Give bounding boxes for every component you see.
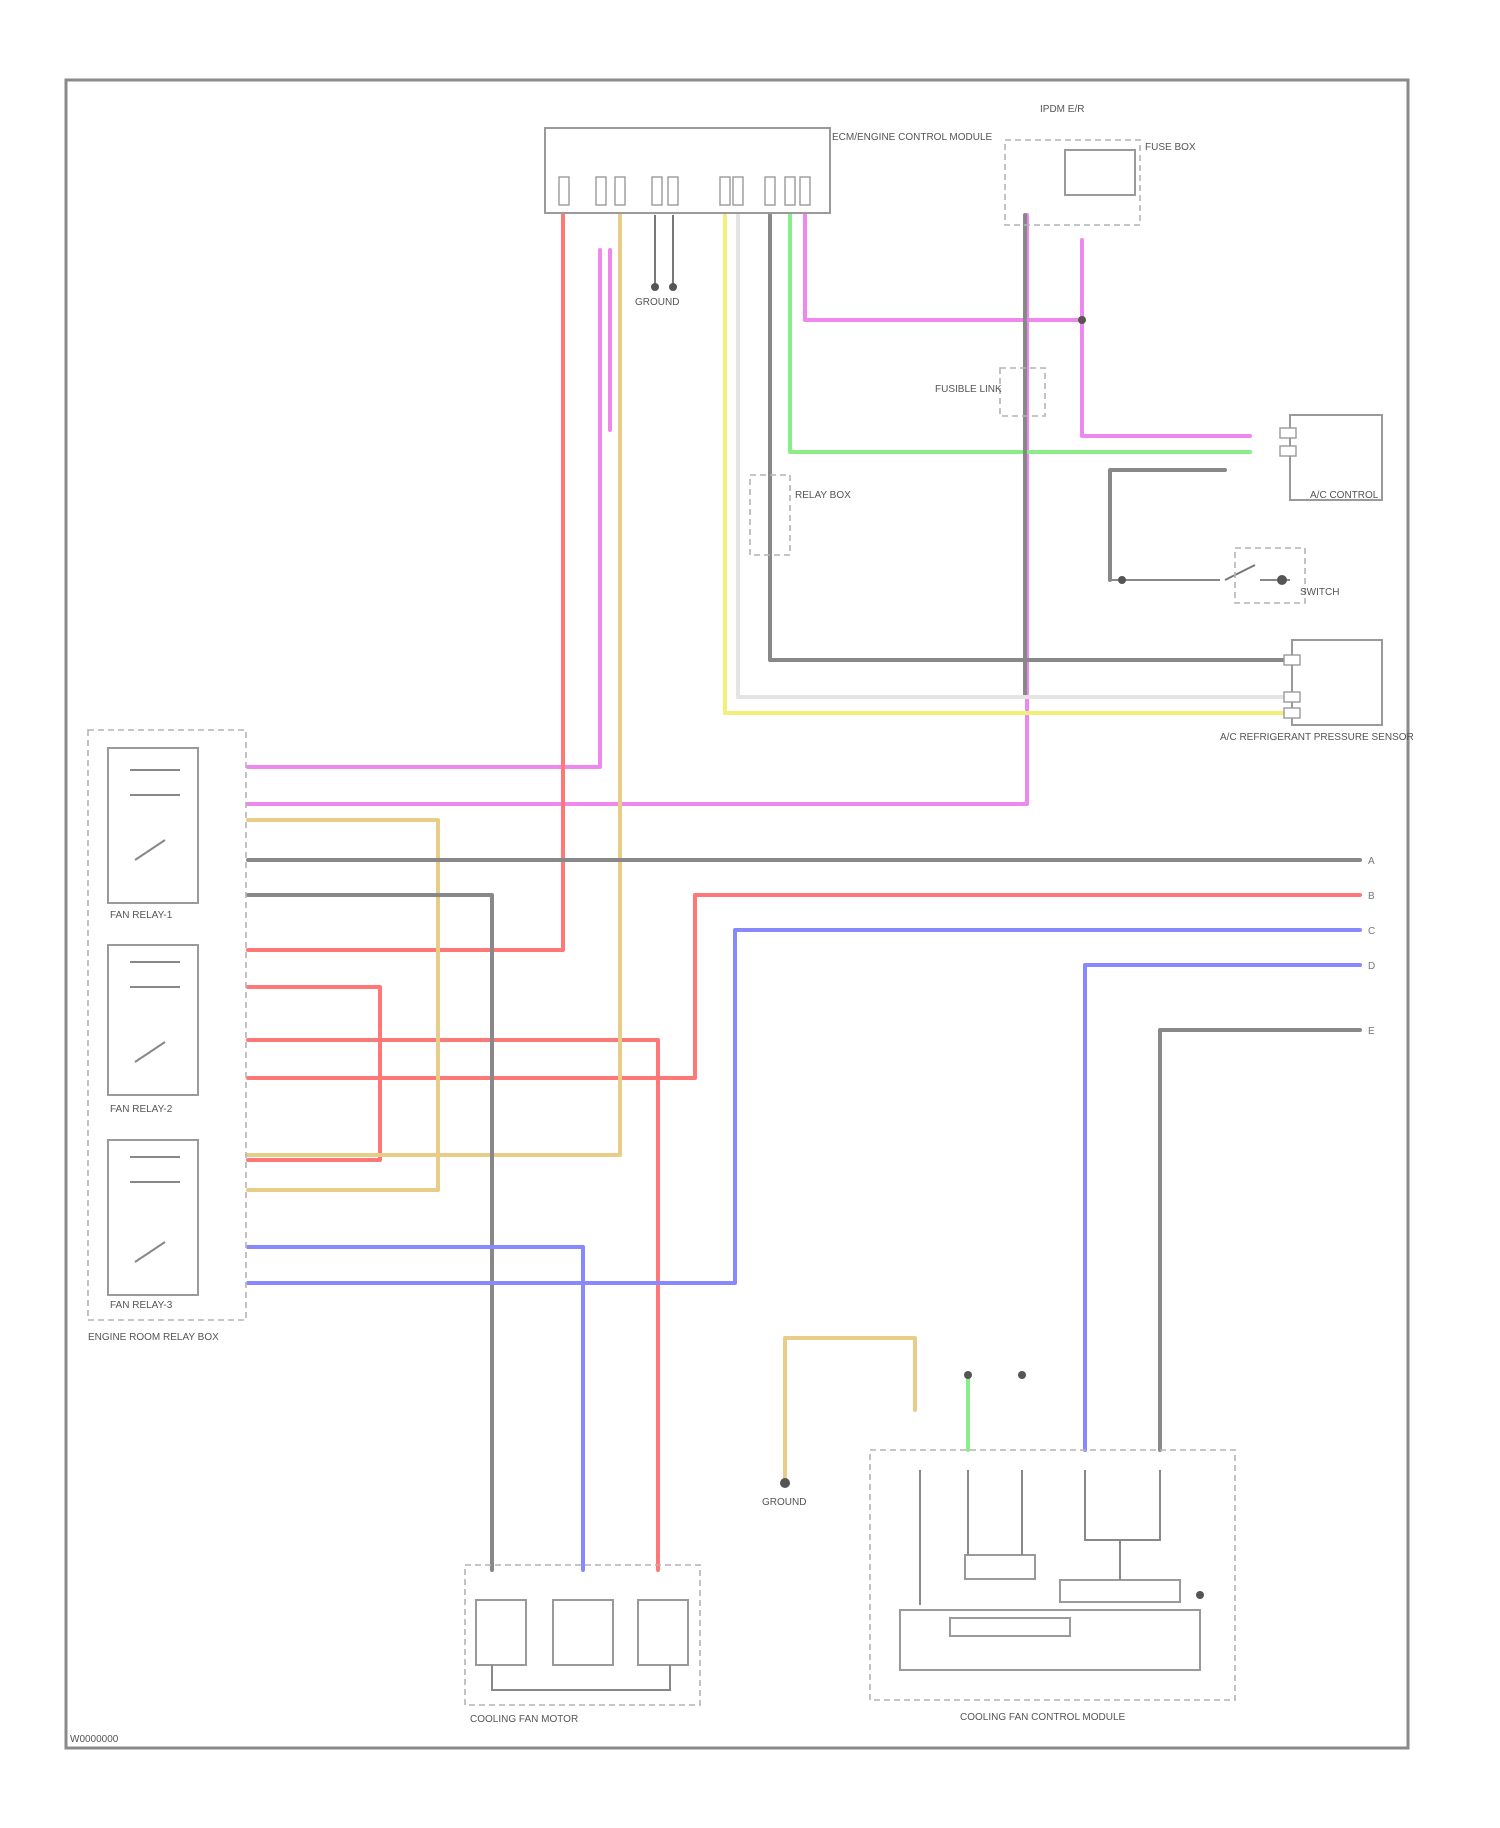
fan-control-module-label: COOLING FAN CONTROL MODULE	[960, 1712, 1126, 1723]
ecm-pin	[785, 177, 795, 205]
module-dot	[964, 1371, 972, 1379]
ac-sensor-pin	[1284, 655, 1300, 665]
relay-2-label: FAN RELAY-2	[110, 1104, 173, 1115]
fuse-box-label: FUSE BOX	[1145, 142, 1196, 153]
offpage-ref-c: C	[1368, 926, 1375, 937]
ecm-pin	[765, 177, 775, 205]
ecm-pin	[596, 177, 606, 205]
switch-dot	[1118, 576, 1126, 584]
splice-dot	[1078, 316, 1086, 324]
ecm-pin	[559, 177, 569, 205]
switch-dot	[1277, 575, 1287, 585]
ecm-pin	[652, 177, 662, 205]
ac-sensor-label: A/C REFRIGERANT PRESSURE SENSOR	[1220, 732, 1414, 743]
offpage-ref-e: E	[1368, 1026, 1375, 1037]
top-ground-dot	[651, 283, 659, 291]
ecm-label: ECM/ENGINE CONTROL MODULE	[832, 132, 993, 143]
ac-control-label: A/C CONTROL	[1310, 490, 1379, 501]
relay-block-caption: ENGINE ROOM RELAY BOX	[88, 1332, 219, 1343]
ecm-pin	[720, 177, 730, 205]
switch-label: SWITCH	[1300, 587, 1339, 598]
offpage-ref-b: B	[1368, 891, 1375, 902]
relay-1-label: FAN RELAY-1	[110, 910, 173, 921]
footer-code: W0000000	[70, 1734, 119, 1745]
relay-3-label: FAN RELAY-3	[110, 1300, 173, 1311]
top-ground-dot	[669, 283, 677, 291]
module-dot	[1018, 1371, 1026, 1379]
ac-control-pin	[1280, 428, 1296, 438]
bottom-ground-label: GROUND	[762, 1497, 806, 1508]
offpage-ref-a: A	[1368, 856, 1375, 867]
ecm-pin	[800, 177, 810, 205]
fusible-link-label: FUSIBLE LINK	[935, 384, 1002, 395]
ac-sensor-pin	[1284, 708, 1300, 718]
ecm-pin	[615, 177, 625, 205]
cooling-fan-motor-label: COOLING FAN MOTOR	[470, 1714, 578, 1725]
relay-block-label: RELAY BOX	[795, 490, 851, 501]
ac-sensor-pin	[1284, 692, 1300, 702]
ipdm-label: IPDM E/R	[1040, 104, 1084, 115]
offpage-ref-d: D	[1368, 961, 1375, 972]
bottom-ground-dot	[780, 1478, 790, 1488]
ecm-pin	[733, 177, 743, 205]
module-dot	[1196, 1591, 1204, 1599]
ecm-pin	[668, 177, 678, 205]
top-ground-label: GROUND	[635, 297, 679, 308]
ac-control-pin	[1280, 446, 1296, 456]
